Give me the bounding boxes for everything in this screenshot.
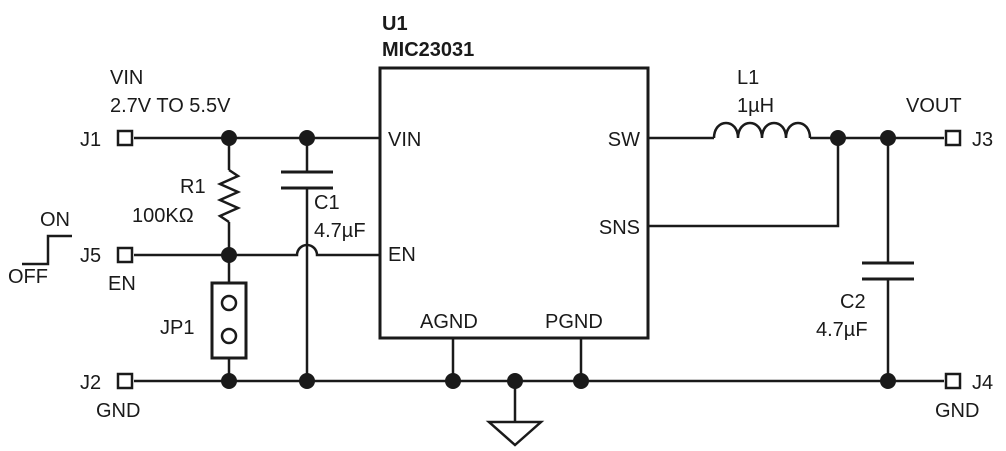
terminal-j5 <box>116 246 134 264</box>
j5-en-label: EN <box>108 273 136 295</box>
terminal-j2-label: J2 <box>80 372 101 394</box>
terminal-j4 <box>944 372 962 390</box>
terminal-j5-label: J5 <box>80 245 101 267</box>
ic-part-number: MIC23031 <box>382 39 474 61</box>
c2-value: 4.7µF <box>816 319 868 341</box>
c2-refdes: C2 <box>840 291 866 313</box>
c1-value: 4.7µF <box>314 220 366 242</box>
jp1-pin-1 <box>220 294 238 312</box>
c1-refdes: C1 <box>314 192 340 214</box>
en-wire <box>134 243 380 257</box>
terminal-j1-label: J1 <box>80 129 101 151</box>
pin-en-label: EN <box>388 244 416 266</box>
l1-value: 1µH <box>737 95 774 117</box>
jumper-jp1 <box>210 281 248 360</box>
en-signal-off: OFF <box>8 266 48 288</box>
pin-sns-label: SNS <box>599 217 640 239</box>
jp1-pin-2 <box>220 327 238 345</box>
vin-label: VIN <box>110 67 143 89</box>
junction-gnd-c1 <box>299 373 315 389</box>
en-step-signal <box>22 234 72 266</box>
terminal-j1 <box>116 129 134 147</box>
terminal-j3 <box>944 129 962 147</box>
j2-gnd-label: GND <box>96 400 140 422</box>
l1-refdes: L1 <box>737 67 759 89</box>
jp1-refdes: JP1 <box>160 317 194 339</box>
vout-label: VOUT <box>906 95 962 117</box>
ground-symbol-icon <box>485 420 545 447</box>
ic-refdes: U1 <box>382 13 408 35</box>
inductor-l1 <box>712 121 812 139</box>
j4-gnd-label: GND <box>935 400 979 422</box>
junction-gnd-jp1 <box>221 373 237 389</box>
ic-body <box>378 66 650 340</box>
terminal-j4-label: J4 <box>972 372 993 394</box>
resistor-r1 <box>216 168 242 224</box>
vin-range-label: 2.7V TO 5.5V <box>110 95 231 117</box>
terminal-j3-label: J3 <box>972 129 993 151</box>
pin-agnd-label: AGND <box>420 311 478 333</box>
terminal-j2 <box>116 372 134 390</box>
sns-wire <box>648 138 840 228</box>
pin-pgnd-label: PGND <box>545 311 603 333</box>
en-signal-on: ON <box>40 209 70 231</box>
r1-refdes: R1 <box>180 176 206 198</box>
pin-sw-label: SW <box>608 129 640 151</box>
pin-vin-label: VIN <box>388 129 421 151</box>
r1-value: 100KΩ <box>132 205 194 227</box>
